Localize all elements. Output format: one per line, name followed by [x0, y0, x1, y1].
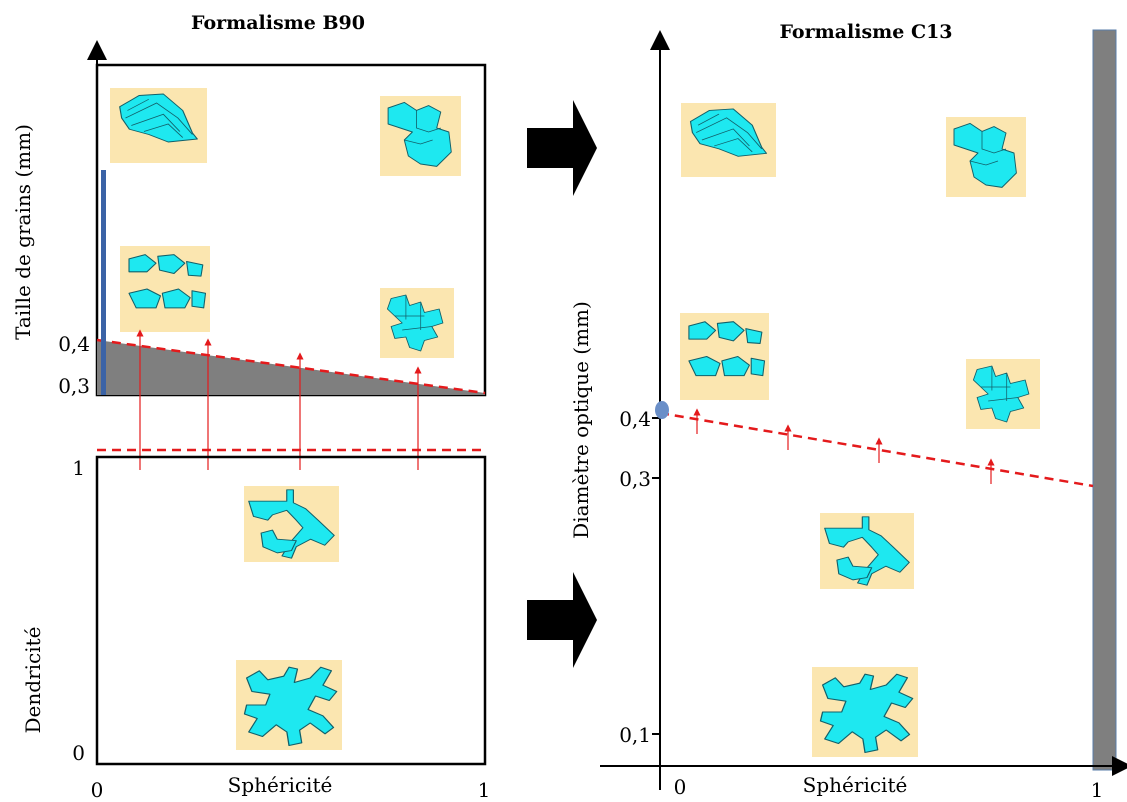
left-lower-box — [95, 455, 487, 766]
left-x-tick-1: 1 — [478, 778, 491, 802]
grain-tile-fragment — [820, 513, 914, 589]
right-y-label: Diamètre optique (mm) — [569, 301, 593, 539]
left-x-tick-0: 0 — [91, 778, 104, 802]
right-tick-01: 0,1 — [619, 723, 651, 747]
right-x-tick-0: 0 — [674, 775, 687, 799]
right-dashed-line — [659, 411, 1094, 488]
left-blue-bar — [101, 170, 106, 395]
right-x-tick-1: 1 — [1091, 778, 1104, 802]
grain-tile-dendrite — [812, 667, 918, 757]
grain-tile-fragment — [244, 486, 339, 562]
right-red-arrows — [693, 408, 995, 484]
grain-tile-square — [966, 359, 1040, 429]
grain-tile-rounded — [110, 88, 207, 163]
right-tick-03: 0,3 — [619, 467, 651, 491]
right-x-label: Sphéricité — [803, 773, 908, 797]
right-gray-column — [1092, 29, 1117, 771]
grain-tile-square — [380, 288, 454, 358]
grain-tile-rounded — [681, 103, 776, 177]
grain-tile-mixed — [680, 313, 769, 400]
right-ticks — [652, 417, 660, 735]
left-x-label: Sphéricité — [228, 773, 333, 797]
left-tick-1: 1 — [72, 456, 85, 480]
left-tick-03: 0,3 — [58, 374, 90, 398]
left-tick-0: 0 — [72, 741, 85, 765]
left-red-arrows — [136, 329, 422, 470]
left-dashed-line — [96, 338, 486, 395]
arrow-right-icon — [527, 100, 597, 196]
grain-tile-mixed — [120, 246, 210, 332]
right-title: Formalisme C13 — [779, 21, 952, 43]
grain-tile-faceted — [946, 117, 1026, 197]
grain-tile-faceted — [380, 96, 461, 176]
left-tick-04: 0,4 — [58, 332, 90, 356]
left-y-label: Taille de grains (mm) — [11, 124, 35, 340]
right-point-marker — [655, 401, 669, 419]
left-lower-y-label: Dendricité — [21, 627, 45, 734]
left-title: Formalisme B90 — [191, 12, 365, 34]
grain-tile-dendrite — [236, 660, 342, 750]
right-tick-04: 0,4 — [619, 407, 651, 431]
arrow-right-icon — [527, 572, 597, 668]
